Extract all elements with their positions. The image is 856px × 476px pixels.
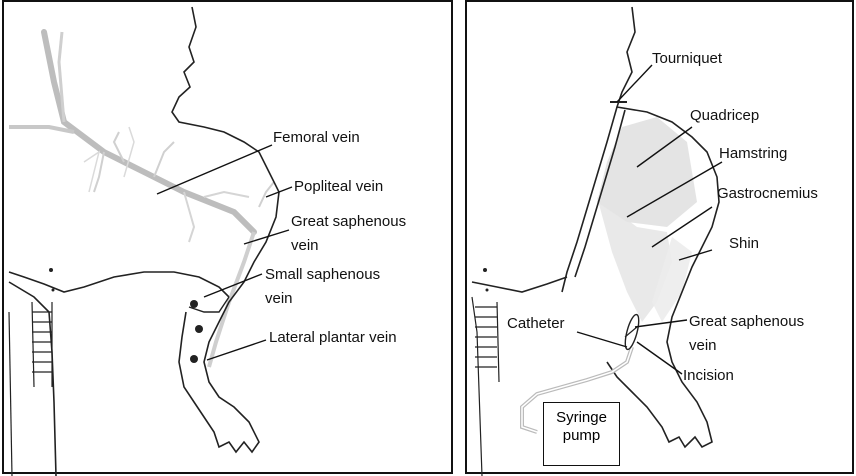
label-small-saphenous-vein-line2: vein [265, 290, 293, 307]
label-femoral-vein: Femoral vein [273, 129, 360, 146]
label-small-saphenous-vein-line1: Small saphenous [265, 266, 380, 283]
right-panel-catheter-setup: Tourniquet Quadricep Hamstring Gastrocne… [465, 0, 854, 474]
label-popliteal-vein: Popliteal vein [294, 178, 383, 195]
right-leg-drawing [467, 2, 856, 476]
syringe-pump-box: Syringe pump [543, 402, 620, 466]
label-syringe-pump-line2: pump [544, 427, 619, 445]
label-syringe-pump-line1: Syringe [544, 409, 619, 427]
label-great-saphenous-vein-line2: vein [689, 337, 717, 354]
label-hamstring: Hamstring [719, 145, 787, 162]
label-lateral-plantar-vein: Lateral plantar vein [269, 329, 397, 346]
left-panel-vein-anatomy: Femoral vein Popliteal vein Great saphen… [2, 0, 453, 474]
label-great-saphenous-vein-line1: Great saphenous [291, 213, 406, 230]
label-gastrocnemius: Gastrocnemius [717, 185, 818, 202]
label-great-saphenous-vein-line2: vein [291, 237, 319, 254]
label-great-saphenous-vein-line1: Great saphenous [689, 313, 804, 330]
label-catheter: Catheter [507, 315, 565, 332]
label-quadricep: Quadricep [690, 107, 759, 124]
left-leg-drawing [4, 2, 455, 476]
label-tourniquet: Tourniquet [652, 50, 722, 67]
label-shin: Shin [729, 235, 759, 252]
label-incision: Incision [683, 367, 734, 384]
